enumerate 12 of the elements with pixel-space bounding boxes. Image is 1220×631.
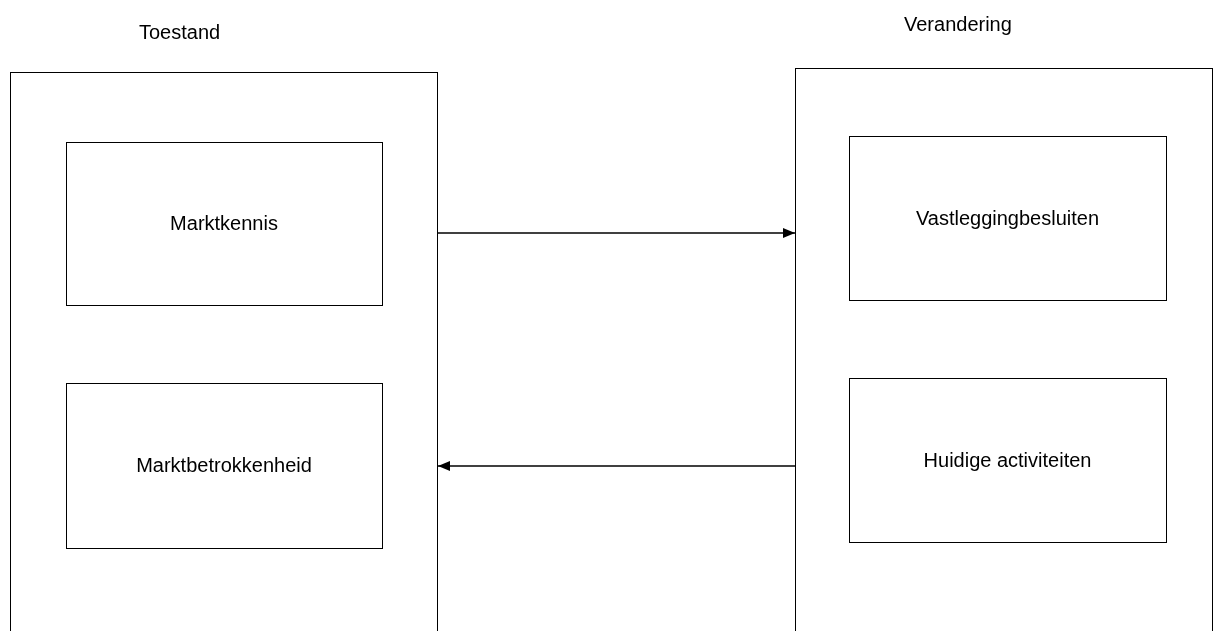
arrow bbox=[437, 228, 796, 238]
process-box bbox=[848, 135, 1167, 301]
process-box bbox=[65, 141, 383, 306]
arrow bbox=[437, 461, 796, 471]
box-label: Marktbetrokkenheid bbox=[136, 454, 312, 477]
process-box bbox=[65, 382, 383, 549]
process-box bbox=[848, 377, 1167, 543]
group-heading: Toestand bbox=[139, 21, 221, 44]
group-heading: Verandering bbox=[904, 13, 1012, 36]
box-label: Vastleggingbesluiten bbox=[915, 206, 1100, 230]
box-label: Huidige activiteiten bbox=[923, 448, 1092, 472]
box-label: Marktkennis bbox=[170, 212, 278, 235]
